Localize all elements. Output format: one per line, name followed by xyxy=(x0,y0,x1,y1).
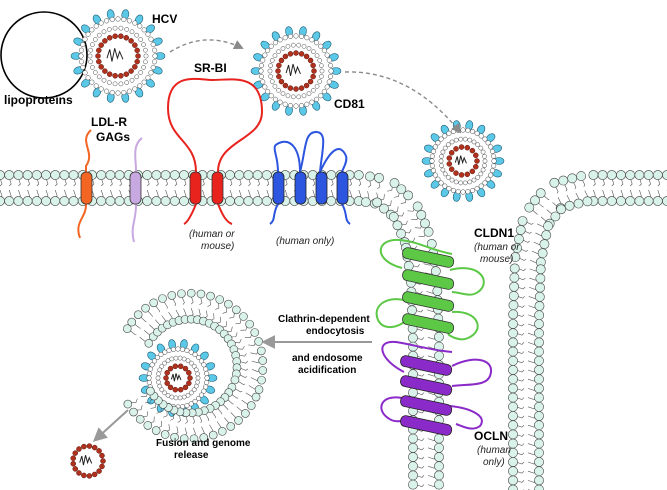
ocln-note-line1: (human xyxy=(477,445,511,456)
cd81-label: CD81 xyxy=(334,97,365,111)
endosome-label-line1: and endosome xyxy=(292,353,363,364)
fusion-label-line1: Fusion and genome xyxy=(156,438,251,449)
hcv-virion-endosome xyxy=(138,339,218,417)
cldn1-label: CLDN1 xyxy=(474,226,514,240)
hcv-label: HCV xyxy=(152,12,177,26)
gags-receptor xyxy=(129,137,143,243)
cd81-receptor xyxy=(269,130,351,225)
srbi-receptor xyxy=(166,77,264,225)
ocln-label: OCLN xyxy=(474,429,508,443)
release-arrow xyxy=(92,409,129,442)
cldn1-note-line1: (human or xyxy=(474,242,520,253)
ldlr-label: LDL-R xyxy=(91,115,127,129)
clathrin-label-line1: Clathrin-dependent xyxy=(278,314,370,325)
released-capsid xyxy=(70,443,106,479)
gags-label: GAGs xyxy=(96,130,130,144)
srbi-note-line1: (human or xyxy=(189,229,235,240)
receptors-group xyxy=(77,77,493,436)
trafficking-arrow-1 xyxy=(169,39,244,53)
endosome-label-line2: acidification xyxy=(298,365,356,376)
cd81-note: (human only) xyxy=(276,236,334,247)
trafficking-arrow-2 xyxy=(344,71,462,134)
endosome xyxy=(122,288,268,444)
hcv-virion-bound xyxy=(250,26,342,116)
ldlr-receptor xyxy=(77,129,93,239)
fusion-label-line2: release xyxy=(174,450,209,461)
clathrin-label-line2: endocytosis xyxy=(306,326,365,337)
lipoprotein-particle xyxy=(0,11,88,99)
srbi-note-line2: mouse) xyxy=(201,241,234,252)
cldn1-receptor xyxy=(375,238,485,341)
hcv-virion xyxy=(70,9,166,103)
ocln-note-line2: only) xyxy=(483,457,505,468)
ocln-receptor xyxy=(380,340,493,436)
lipoproteins-label: lipoproteins xyxy=(4,93,73,107)
srbi-label: SR-BI xyxy=(194,61,227,75)
hcv-virion-internalizing xyxy=(421,120,505,202)
cldn1-note-line2: mouse) xyxy=(480,254,513,265)
